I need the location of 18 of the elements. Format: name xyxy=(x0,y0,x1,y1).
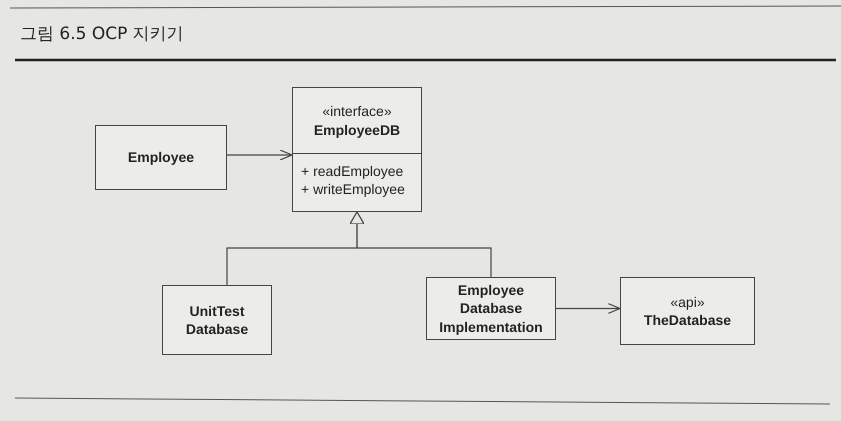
operation-label: + writeEmployee xyxy=(301,180,406,198)
stereotype-label: «interface» xyxy=(321,102,393,120)
stereotype-label: «api» xyxy=(670,292,705,311)
class-name: Employee Database Implementation xyxy=(438,281,544,336)
interface-box xyxy=(292,87,422,212)
api-box xyxy=(620,277,755,345)
operation-label: + readEmployee xyxy=(301,162,404,180)
class-box xyxy=(95,125,227,190)
class-name: TheDatabase xyxy=(644,311,732,330)
figure-title: 그림 6.5 OCP 지키기 xyxy=(20,23,184,45)
generalization-arrow xyxy=(349,211,492,277)
class-name: EmployeeDB xyxy=(312,120,402,139)
dependency-arrow xyxy=(556,302,621,314)
class-name: UnitTest Database xyxy=(184,302,250,338)
dependency-arrow xyxy=(227,149,293,161)
class-name: Employee xyxy=(128,148,194,167)
class-box xyxy=(426,277,556,340)
class-box xyxy=(162,285,272,355)
